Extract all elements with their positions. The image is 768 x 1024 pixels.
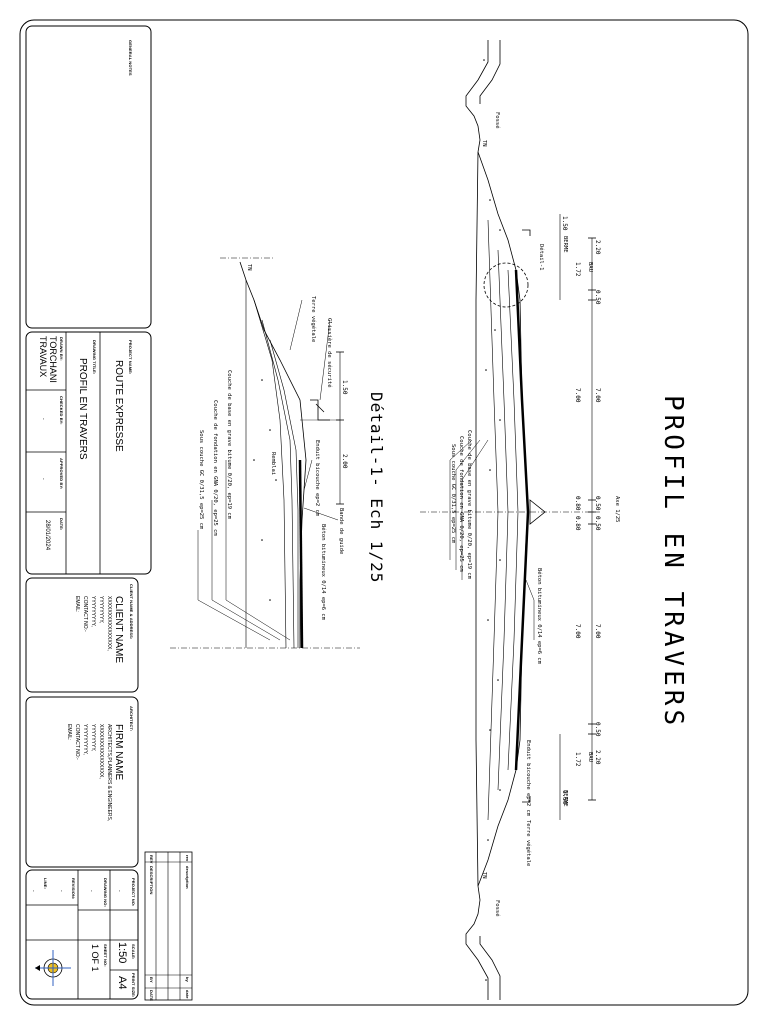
detail-callout-beton: Béton bitumineux 0/14 ep=6 cm <box>320 524 326 621</box>
detail-layer-base: Couche de base en grave bitume 0/20, ep=… <box>226 370 232 520</box>
north-arrow-icon <box>35 950 71 986</box>
detail-label-tn: TN <box>246 264 252 271</box>
detail-callout-glissiere: Glissière de sécurité <box>326 318 332 388</box>
detail-layer-fondation: Couche de fondation en GNA 0/20, ep=25 c… <box>212 400 218 536</box>
detail-dim-1: 2.00 <box>341 454 348 469</box>
detail-layer-sous-couche: Sous couche GC 0/31,5 ep=25 cm <box>198 430 204 530</box>
detail-callout-terre: Terre végétale <box>310 296 316 343</box>
detail-title: Détail-1- Ech 1/25 <box>367 392 386 584</box>
detail-callout-enduit: Enduit bicouche ep=2 cm <box>314 440 320 517</box>
detail-dim-0: 1.50 <box>341 380 348 395</box>
detail-callout-bande: Bande de guide <box>338 508 344 555</box>
detail-label-remblai: Remblai <box>270 452 276 476</box>
